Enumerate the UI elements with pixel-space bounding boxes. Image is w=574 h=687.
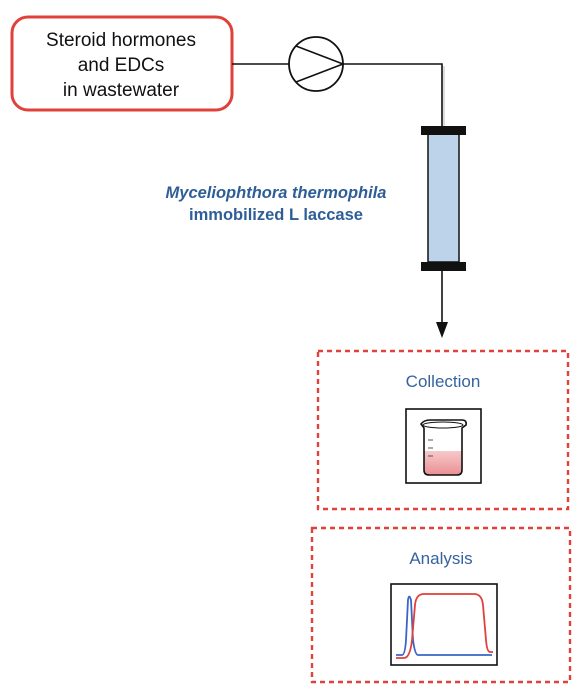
chromatogram-icon <box>390 583 498 666</box>
source-line-2: and EDCs <box>77 55 165 76</box>
organism-label: Myceliophthora thermophila <box>165 184 387 202</box>
beaker-icon <box>405 408 482 484</box>
packed-column-icon <box>421 126 466 271</box>
outlet-tubing <box>343 63 443 128</box>
source-line-1: Steroid hormones <box>46 30 196 51</box>
pump-icon <box>288 36 344 92</box>
collection-title: Collection <box>405 372 481 391</box>
enzyme-label: immobilized L laccase <box>189 206 363 224</box>
analysis-title: Analysis <box>409 549 473 568</box>
analysis-box <box>310 526 572 684</box>
collection-box <box>316 349 570 511</box>
flow-arrow <box>436 271 448 338</box>
source-label: Steroid hormones and EDCs in wastewater <box>20 28 222 103</box>
source-line-3: in wastewater <box>62 80 180 101</box>
